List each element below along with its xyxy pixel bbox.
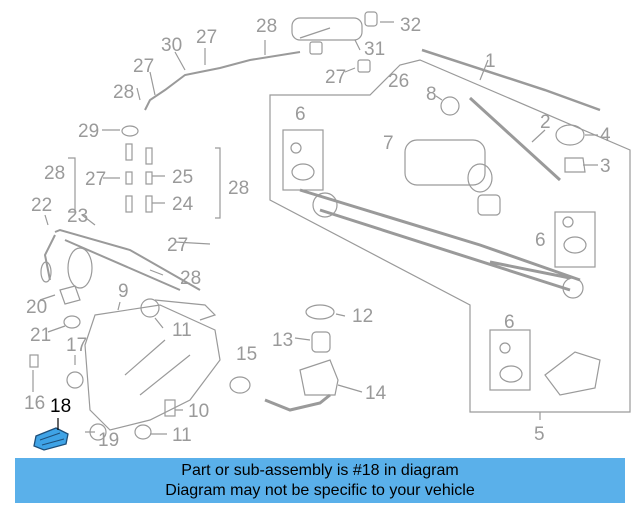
callout-28-b: 28 bbox=[113, 82, 135, 103]
callout-6-b: 6 bbox=[535, 230, 546, 251]
wiper-arm bbox=[468, 96, 562, 182]
callout-27-a: 27 bbox=[196, 27, 218, 48]
callout-5: 5 bbox=[534, 424, 545, 445]
wiper-blade bbox=[421, 48, 601, 112]
callout-28-a: 28 bbox=[256, 16, 278, 37]
parts-diagram bbox=[29, 11, 631, 451]
callout-11-b: 11 bbox=[172, 425, 192, 446]
callout-28-d: 28 bbox=[228, 178, 250, 199]
callout-22: 22 bbox=[31, 195, 53, 216]
callout-2: 2 bbox=[540, 112, 551, 133]
callout-30: 30 bbox=[161, 35, 183, 56]
callout-31: 31 bbox=[364, 39, 386, 60]
kit-box-6a bbox=[282, 129, 324, 191]
callout-15: 15 bbox=[236, 344, 258, 365]
callout-12: 12 bbox=[352, 306, 374, 327]
callout-23: 23 bbox=[67, 206, 89, 227]
callout-18: 18 bbox=[50, 396, 72, 417]
callout-16: 16 bbox=[24, 393, 46, 414]
wiper-motor bbox=[404, 139, 486, 186]
callout-24: 24 bbox=[172, 194, 194, 215]
kit-box-6c bbox=[489, 329, 531, 391]
callout-32: 32 bbox=[400, 15, 422, 36]
banner-line-1: Part or sub-assembly is #18 in diagram bbox=[181, 462, 459, 479]
assembly-bracket-outline bbox=[269, 59, 631, 413]
callout-8: 8 bbox=[426, 84, 437, 105]
callout-28-c: 28 bbox=[44, 163, 66, 184]
callout-13: 13 bbox=[272, 330, 294, 351]
callout-29: 29 bbox=[78, 121, 100, 142]
info-banner: Part or sub-assembly is #18 in diagram D… bbox=[15, 458, 625, 503]
callout-7: 7 bbox=[383, 133, 394, 154]
callout-6-a: 6 bbox=[295, 104, 306, 125]
callout-1: 1 bbox=[485, 51, 496, 72]
callout-27-b: 27 bbox=[133, 56, 155, 77]
part-18-highlight bbox=[33, 418, 69, 451]
washer-hose bbox=[43, 228, 201, 291]
kit-box-6b bbox=[554, 211, 596, 268]
callout-3: 3 bbox=[600, 156, 611, 177]
wiper-linkage bbox=[299, 188, 581, 292]
callout-26: 26 bbox=[388, 71, 410, 92]
callout-17: 17 bbox=[66, 335, 88, 356]
callout-20: 20 bbox=[26, 297, 48, 318]
callout-28-e: 28 bbox=[180, 268, 202, 289]
callout-4: 4 bbox=[600, 125, 611, 146]
callout-11-a: 11 bbox=[172, 320, 192, 341]
callout-14: 14 bbox=[365, 383, 387, 404]
callout-6-c: 6 bbox=[504, 312, 515, 333]
washer-reservoir bbox=[84, 304, 221, 431]
banner-line-2: Diagram may not be specific to your vehi… bbox=[165, 482, 475, 499]
callout-9: 9 bbox=[118, 281, 129, 302]
callout-10: 10 bbox=[188, 401, 210, 422]
callout-27-e: 27 bbox=[325, 67, 347, 88]
callout-27-c: 27 bbox=[85, 169, 107, 190]
callout-19: 19 bbox=[98, 430, 120, 451]
callout-25: 25 bbox=[172, 167, 194, 188]
callout-27-d: 27 bbox=[167, 235, 189, 256]
callout-21: 21 bbox=[30, 325, 52, 346]
